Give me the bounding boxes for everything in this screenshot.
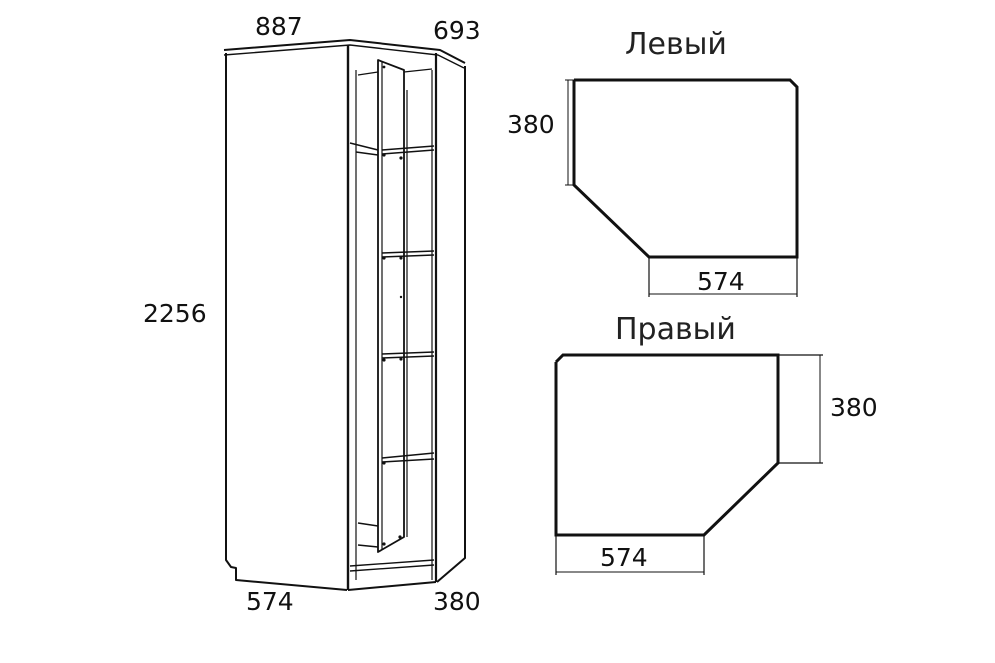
corner-cabinet-drawing (223, 39, 466, 591)
right-plan-depth-label: 380 (830, 393, 878, 422)
cabinet-depth-right-label: 380 (433, 587, 481, 616)
left-plan-outline (565, 78, 799, 297)
right-plan-outline (554, 353, 823, 575)
cabinet-depth-left-label: 574 (246, 587, 294, 616)
cabinet-height-label: 2256 (143, 299, 207, 328)
right-plan-title: Правый (615, 312, 736, 347)
cabinet-width-right-label: 693 (433, 16, 481, 45)
left-plan-width-label: 574 (697, 267, 745, 296)
left-plan-title: Левый (625, 27, 727, 62)
cabinet-width-left-label: 887 (255, 12, 303, 41)
right-plan-width-label: 574 (600, 543, 648, 572)
shelves (349, 142, 435, 548)
left-plan-depth-label: 380 (507, 110, 555, 139)
